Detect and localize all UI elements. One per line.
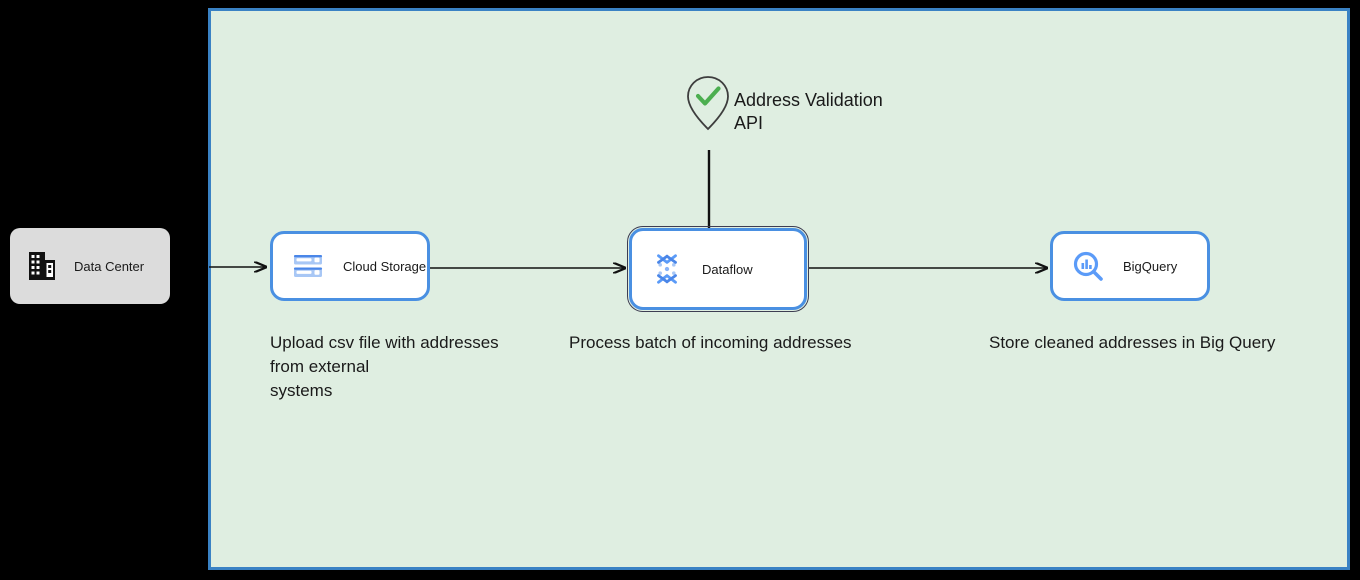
- cloud-storage-icon: [294, 255, 322, 277]
- node-dataflow[interactable]: Dataflow: [629, 228, 807, 310]
- caption-bigquery: Store cleaned addresses in Big Query: [989, 333, 1276, 352]
- address-validation-api-label: Address Validation API: [734, 90, 883, 133]
- location-pin-check-icon: [687, 76, 729, 131]
- caption-cloud-storage: Upload csv file with addresses from exte…: [270, 333, 499, 400]
- node-cloud-storage[interactable]: Cloud Storage: [270, 231, 430, 301]
- data-center-node[interactable]: Data Center: [10, 228, 170, 304]
- dataflow-label: Dataflow: [702, 261, 753, 277]
- caption-dataflow: Process batch of incoming addresses: [569, 333, 852, 352]
- dataflow-icon: [657, 254, 677, 284]
- bigquery-label: BigQuery: [1123, 258, 1178, 274]
- bigquery-icon: [1073, 251, 1103, 281]
- data-center-label: Data Center: [74, 258, 145, 274]
- node-bigquery[interactable]: BigQuery: [1050, 231, 1210, 301]
- cloud-storage-label: Cloud Storage: [343, 258, 427, 274]
- address-validation-api-node[interactable]: Address Validation API: [684, 74, 883, 135]
- building-icon: [29, 252, 55, 280]
